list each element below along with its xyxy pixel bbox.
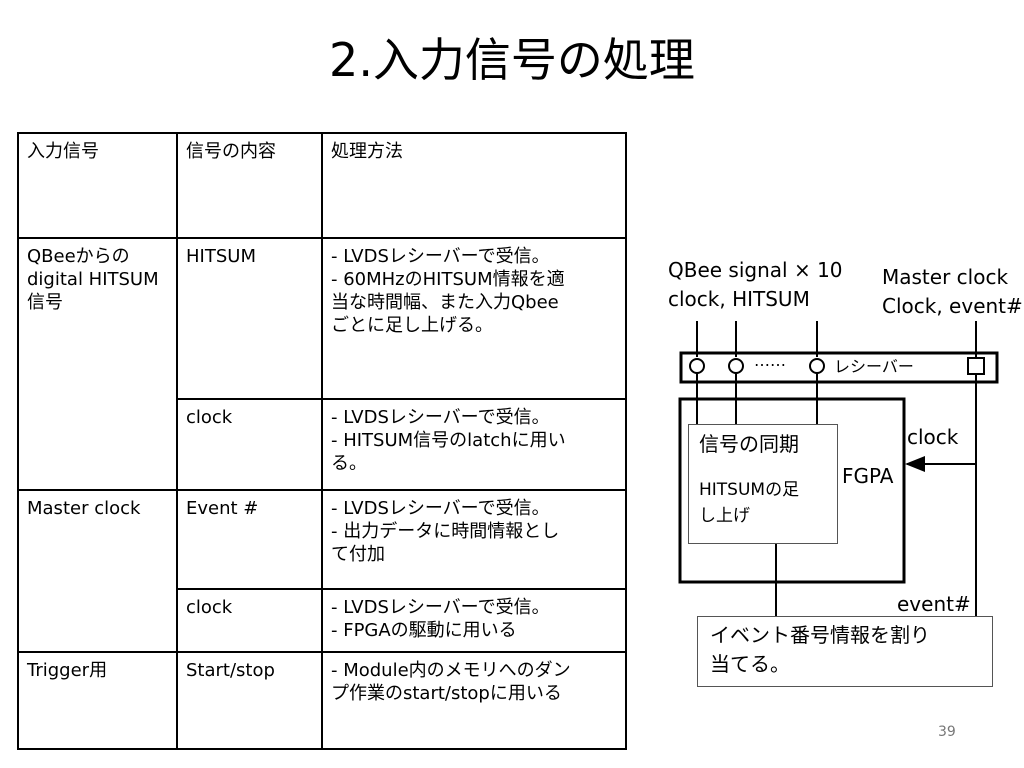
table-row: QBeeからの digital HITSUM 信号 HITSUM - LVDSレ… (17, 237, 627, 491)
cell-content-clock-2: clock (176, 588, 323, 653)
slide-title: 2.入力信号の処理 (329, 33, 695, 87)
qbee-clock-hitsum-label: clock, HITSUM (668, 287, 810, 311)
cell-content-event: Event # (176, 489, 323, 590)
event-label: event# (897, 592, 971, 616)
receiver-ellipsis: …… (754, 351, 786, 370)
event-number-box: イベント番号情報を割り 当てる。 (697, 616, 993, 687)
sync-box: 信号の同期 HITSUMの足 し上げ (688, 424, 838, 544)
table-row: Master clock Event # - LVDSレシーバーで受信。 - 出… (17, 489, 627, 653)
sync-title: 信号の同期 (699, 432, 799, 456)
cell-content-startstop: Start/stop (176, 651, 323, 750)
header-input-signal: 入力信号 (17, 132, 178, 239)
receiver-input-square (967, 357, 985, 375)
table-header-row: 入力信号 信号の内容 処理方法 (17, 132, 627, 239)
table-row: clock - LVDSレシーバーで受信。 - HITSUM信号のlatchに用… (18, 398, 627, 491)
receiver-input-circle-2 (728, 358, 744, 374)
cell-method-hitsum: - LVDSレシーバーで受信。 - 60MHzのHITSUM情報を適 当な時間幅… (321, 237, 627, 400)
master-clock-label: Master clock (882, 265, 1009, 289)
receiver-input-circle-1 (689, 358, 705, 374)
receiver-label: レシーバー (834, 357, 914, 376)
header-processing-method: 処理方法 (321, 132, 627, 239)
cell-input-trigger: Trigger用 (17, 651, 178, 750)
cell-content-clock: clock (176, 398, 323, 491)
table-row: clock - LVDSレシーバーで受信。 - FPGAの駆動に用いる (18, 588, 627, 653)
qbee-signal-label: QBee signal × 10 (668, 258, 843, 282)
cell-method-clock-2: - LVDSレシーバーで受信。 - FPGAの駆動に用いる (321, 588, 627, 653)
event-box-line2: 当てる。 (710, 652, 790, 676)
header-signal-content: 信号の内容 (176, 132, 323, 239)
table-row: Trigger用 Start/stop - Module内のメモリへのダン プ作… (17, 651, 627, 750)
cell-input-master-clock: Master clock (17, 489, 178, 653)
receiver-input-circle-3 (809, 358, 825, 374)
sync-body-line2: し上げ (699, 506, 750, 526)
sync-body-line1: HITSUMの足 (699, 480, 800, 500)
cell-input-qbee: QBeeからの digital HITSUM 信号 (17, 237, 178, 491)
fpga-label: FGPA (842, 464, 894, 488)
page-number: 39 (938, 724, 956, 740)
clock-event-label: Clock, event# (882, 294, 1023, 318)
cell-method-event: - LVDSレシーバーで受信。 - 出力データに時間情報とし て付加 (321, 489, 627, 590)
signal-table: 入力信号 信号の内容 処理方法 QBeeからの digital HITSUM 信… (17, 132, 627, 750)
event-box-line1: イベント番号情報を割り (710, 623, 930, 647)
cell-method-startstop: - Module内のメモリへのダン プ作業のstart/stopに用いる (321, 651, 627, 750)
cell-content-hitsum: HITSUM (176, 237, 323, 400)
cell-method-clock: - LVDSレシーバーで受信。 - HITSUM信号のlatchに用い る。 (321, 398, 627, 491)
fpga-box (678, 397, 906, 584)
clock-label: clock (907, 425, 959, 449)
